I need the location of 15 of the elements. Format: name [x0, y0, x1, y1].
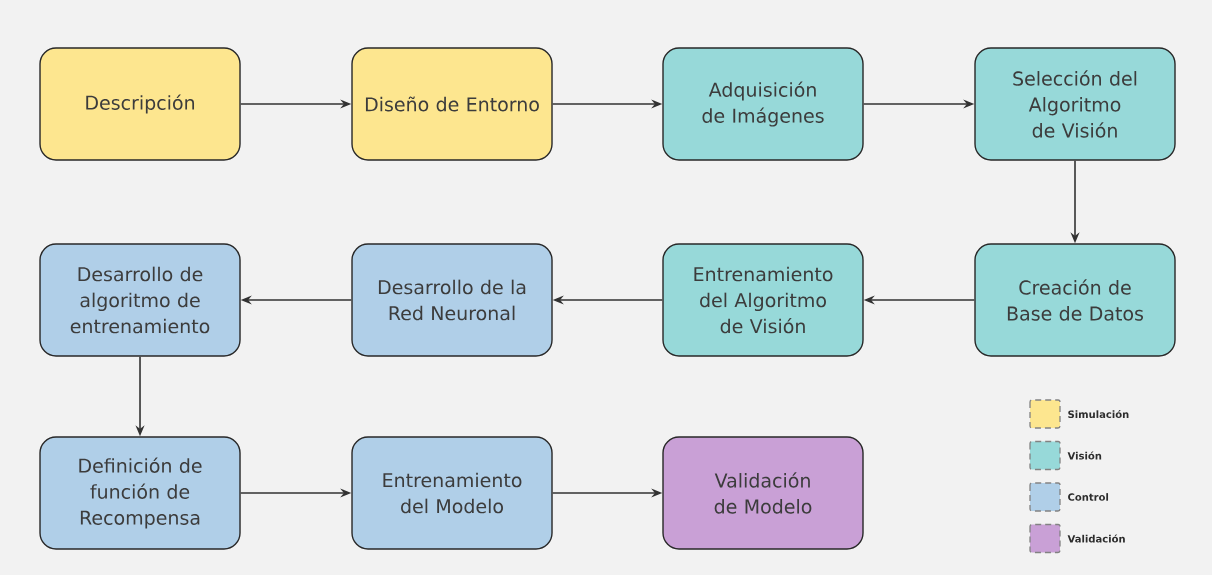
process-box: Entrenamiento del Modelo: [351, 436, 553, 550]
process-box: Definición de función de Recompensa: [39, 436, 241, 550]
process-box: Diseño de Entorno: [351, 47, 553, 161]
process-box: Adquisición de Imágenes: [662, 47, 864, 161]
process-box: Creación de Base de Datos: [974, 243, 1176, 357]
legend-label: Control: [1068, 493, 1109, 501]
legend-label: Visión: [1067, 451, 1102, 460]
process-box: Desarrollo de algoritmo de entrenamiento: [39, 243, 241, 357]
process-box: Selección del Algoritmo de Visión: [974, 47, 1176, 161]
process-box: Descripción: [39, 47, 241, 161]
process-box: Desarrollo de la Red Neuronal: [351, 243, 553, 357]
legend-label: Simulación: [1068, 409, 1129, 419]
process-box: Validación de Modelo: [662, 436, 864, 550]
process-box: Entrenamiento del Algoritmo de Visión: [662, 243, 864, 357]
legend-label: Validación: [1067, 534, 1125, 543]
